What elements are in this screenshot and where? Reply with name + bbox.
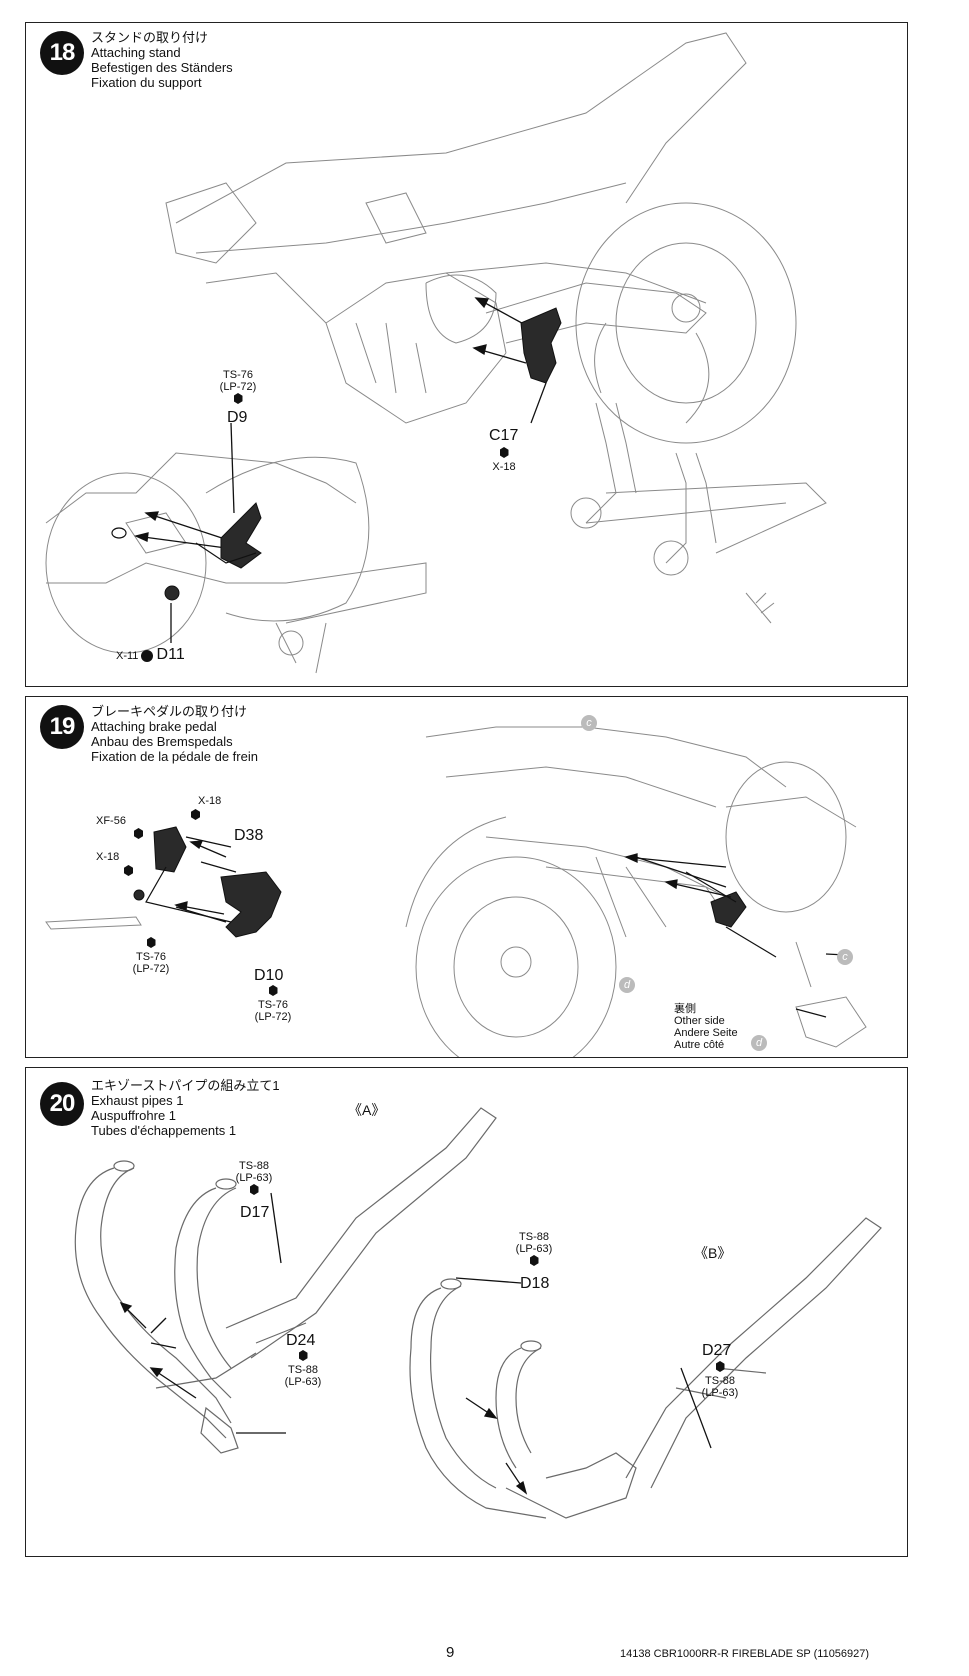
xf56-callout: XF-56 bbox=[96, 815, 126, 827]
paint-drop-icon bbox=[233, 393, 243, 404]
other-side-fr: Autre côté bbox=[674, 1039, 725, 1051]
other-side-note: 裏側 Other side Andere Seite Autre côté bbox=[674, 1003, 738, 1051]
paint-drop-icon bbox=[715, 1361, 725, 1372]
paint-code: TS-76 bbox=[258, 999, 288, 1011]
screw-icon bbox=[141, 650, 154, 663]
step-title: スタンドの取り付け Attaching stand Befestigen des… bbox=[91, 30, 233, 90]
paint-code: TS-76 bbox=[223, 369, 253, 381]
paint-alt-code: (LP-72) bbox=[254, 1011, 292, 1023]
title-de: Anbau des Bremspedals bbox=[91, 734, 233, 749]
step-20-panel: 20 エキゾーストパイプの組み立て1 Exhaust pipes 1 Auspu… bbox=[25, 1067, 908, 1557]
title-de: Auspuffrohre 1 bbox=[91, 1108, 177, 1123]
step-number-badge: 20 bbox=[40, 1082, 84, 1126]
product-code: 14138 CBR1000RR-R FIREBLADE SP (11056927… bbox=[620, 1648, 870, 1660]
part-d17: D17 bbox=[240, 1204, 270, 1221]
x18-top-callout: X-18 bbox=[198, 795, 222, 807]
title-ja: ブレーキペダルの取り付け bbox=[91, 704, 248, 719]
other-side-de: Andere Seite bbox=[674, 1027, 738, 1039]
paint-drop-icon bbox=[268, 985, 278, 996]
marker-d-mid: d bbox=[619, 977, 635, 993]
part-d38: D38 bbox=[234, 827, 264, 844]
paint-drop-icon bbox=[249, 1184, 259, 1195]
ts76-left-callout: TS-76 (LP-72) bbox=[129, 937, 173, 975]
paint-code: TS-76 bbox=[136, 951, 166, 963]
sub-assembly-a-label: 《A》 bbox=[348, 1102, 386, 1118]
paint-alt-code: (LP-63) bbox=[284, 1376, 322, 1388]
screw-code: X-18 bbox=[492, 461, 516, 473]
step-title: エキゾーストパイプの組み立て1 Exhaust pipes 1 Auspuffr… bbox=[91, 1078, 280, 1138]
step-20-illustration bbox=[26, 1068, 908, 1557]
part-d11: D11 bbox=[156, 646, 185, 663]
d18-paint-callout: TS-88 (LP-63) bbox=[514, 1231, 554, 1269]
title-fr: Fixation de la pédale de frein bbox=[91, 749, 258, 764]
marker-c-top: c bbox=[581, 715, 597, 731]
screw-code: X-11 bbox=[116, 650, 139, 662]
title-en: Exhaust pipes 1 bbox=[91, 1093, 184, 1108]
paint-code: TS-88 bbox=[239, 1160, 269, 1172]
paint-code: TS-88 bbox=[519, 1231, 549, 1243]
step-number-badge: 19 bbox=[40, 705, 84, 749]
d24-paint-callout: TS-88 (LP-63) bbox=[281, 1350, 325, 1388]
paint-code: TS-88 bbox=[288, 1364, 318, 1376]
paint-drop-icon bbox=[134, 828, 143, 839]
marker-c-right: c bbox=[837, 949, 853, 965]
paint-code: TS-88 bbox=[705, 1375, 735, 1387]
paint-alt-code: (LP-72) bbox=[219, 381, 257, 393]
title-fr: Fixation du support bbox=[91, 75, 202, 90]
step-number-badge: 18 bbox=[40, 31, 84, 75]
d11-callout: X-11 D11 bbox=[116, 646, 185, 663]
step-18-panel: 18 スタンドの取り付け Attaching stand Befestigen … bbox=[25, 22, 908, 687]
paint-drop-icon bbox=[146, 937, 156, 948]
title-en: Attaching stand bbox=[91, 45, 181, 60]
screw-icon bbox=[191, 809, 200, 820]
title-de: Befestigen des Ständers bbox=[91, 60, 233, 75]
paint-alt-code: (LP-63) bbox=[701, 1387, 739, 1399]
part-d27: D27 bbox=[702, 1342, 732, 1359]
part-c17: C17 bbox=[489, 427, 519, 444]
page-number: 9 bbox=[446, 1644, 455, 1661]
paint-alt-code: (LP-63) bbox=[515, 1243, 553, 1255]
part-d10: D10 bbox=[254, 967, 284, 984]
paint-drop-icon bbox=[298, 1350, 308, 1361]
marker-d-bottom: d bbox=[751, 1035, 767, 1051]
title-en: Attaching brake pedal bbox=[91, 719, 217, 734]
step-19-panel: 19 ブレーキペダルの取り付け Attaching brake pedal An… bbox=[25, 696, 908, 1058]
d9-paint-callout: TS-76 (LP-72) bbox=[218, 369, 258, 407]
sub-assembly-b-label: 《B》 bbox=[694, 1245, 732, 1261]
screw-icon bbox=[124, 865, 133, 876]
other-side-en: Other side bbox=[674, 1015, 725, 1027]
step-title: ブレーキペダルの取り付け Attaching brake pedal Anbau… bbox=[91, 704, 258, 764]
part-d24: D24 bbox=[286, 1332, 316, 1349]
ts76-d10-callout: TS-76 (LP-72) bbox=[251, 985, 295, 1023]
x18-side-callout: X-18 bbox=[96, 851, 120, 863]
screw-icon bbox=[499, 447, 509, 458]
paint-alt-code: (LP-72) bbox=[132, 963, 170, 975]
step-19-illustration bbox=[26, 697, 908, 1058]
d27-paint-callout: TS-88 (LP-63) bbox=[698, 1361, 742, 1399]
c17-screw-callout: X-18 bbox=[486, 447, 522, 473]
title-ja: スタンドの取り付け bbox=[91, 30, 209, 45]
d17-paint-callout: TS-88 (LP-63) bbox=[234, 1160, 274, 1198]
paint-drop-icon bbox=[529, 1255, 539, 1266]
other-side-ja: 裏側 bbox=[674, 1003, 696, 1015]
title-fr: Tubes d'échappements 1 bbox=[91, 1123, 237, 1138]
part-d18: D18 bbox=[520, 1275, 550, 1292]
part-d9: D9 bbox=[227, 409, 248, 426]
step-18-illustration bbox=[26, 23, 908, 687]
title-ja: エキゾーストパイプの組み立て1 bbox=[91, 1078, 280, 1093]
paint-alt-code: (LP-63) bbox=[235, 1172, 273, 1184]
